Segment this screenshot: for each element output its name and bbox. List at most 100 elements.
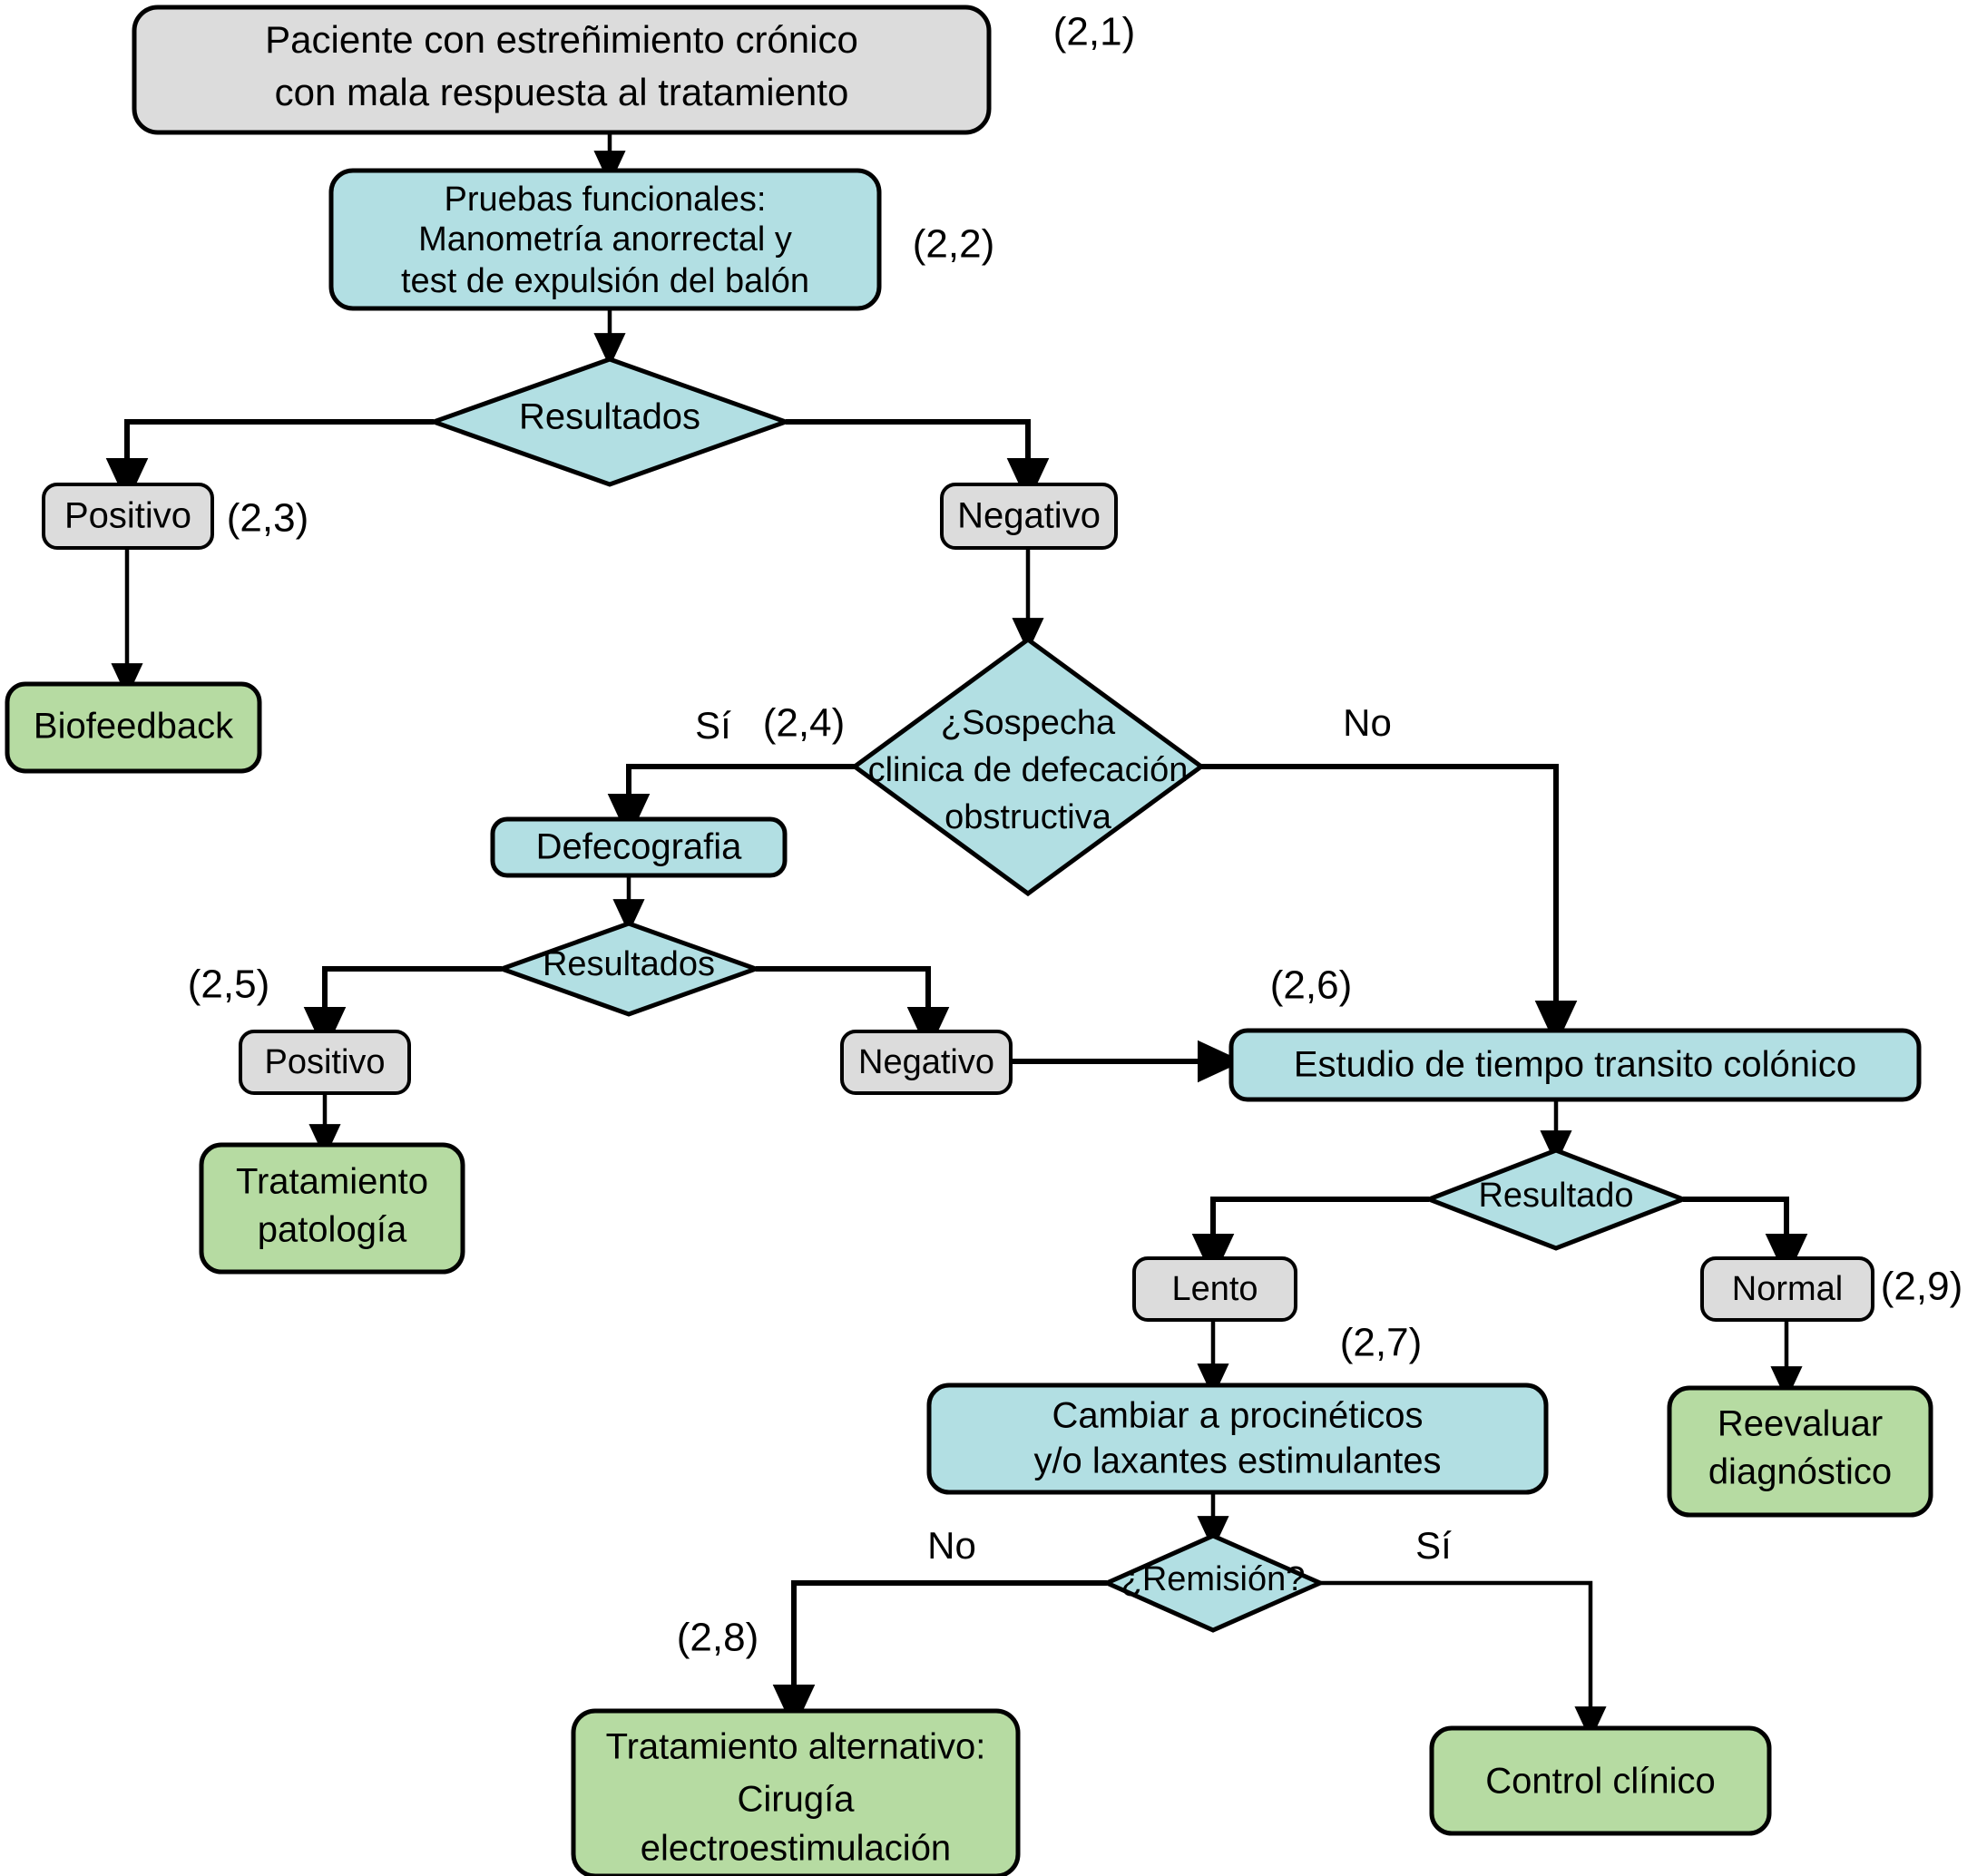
node-shape xyxy=(940,483,1118,550)
node-shape xyxy=(571,1708,1021,1876)
node-line: con mala respuesta al tratamiento xyxy=(275,71,849,113)
node-shape xyxy=(490,816,788,878)
step-label-2-4: (2,4) xyxy=(763,701,845,746)
node-line: Normal xyxy=(1732,1270,1843,1308)
node-lento[interactable]: Lento xyxy=(1132,1256,1297,1322)
step-label-2-1: (2,1) xyxy=(1053,10,1135,54)
node-line: electroestimulación xyxy=(641,1829,951,1869)
node-tratamiento-alternativo[interactable]: Tratamiento alternativo: Cirugía electro… xyxy=(571,1708,1021,1876)
node-line: Cambiar a procinéticos xyxy=(1052,1396,1423,1436)
step-label-2-9: (2,9) xyxy=(1881,1265,1962,1309)
edge-remision-si-to-control-clinico xyxy=(1320,1580,1607,1741)
step-label-2-3: (2,3) xyxy=(227,496,308,541)
node-line: Manometría anorrectal y xyxy=(418,220,792,259)
decision-label: Resultado xyxy=(1478,1177,1633,1215)
node-line: Reevaluar xyxy=(1718,1404,1883,1444)
node-shape xyxy=(1228,1028,1922,1102)
node-line: Biofeedback xyxy=(34,707,234,747)
edge-remision-no-to-tratamiento-alternativo xyxy=(772,1580,1107,1731)
node-shape xyxy=(1132,1256,1297,1322)
node-line: Tratamiento alternativo: xyxy=(606,1727,986,1767)
node-shape xyxy=(42,483,214,550)
node-pruebas-funcionales[interactable]: Pruebas funcionales: Manometría anorrect… xyxy=(328,168,882,311)
node-line: patología xyxy=(258,1210,407,1250)
decision-label: ¿Remisión? xyxy=(1121,1560,1306,1598)
node-biofeedback[interactable]: Biofeedback xyxy=(5,681,262,774)
node-line: Positivo xyxy=(264,1043,385,1081)
node-line: y/o laxantes estimulantes xyxy=(1033,1441,1441,1481)
decision-label: clinica de defecación xyxy=(868,751,1189,789)
decision-shape xyxy=(426,357,793,487)
node-shape xyxy=(132,5,992,135)
node-negativo-defecografia[interactable]: Negativo xyxy=(840,1030,1013,1095)
edge-resultado-to-normal xyxy=(1683,1197,1808,1280)
node-negativo-manometria[interactable]: Negativo xyxy=(940,483,1118,550)
edge-label-no-remision: No xyxy=(927,1524,976,1567)
node-shape xyxy=(328,168,882,311)
node-tratamiento-patologia[interactable]: Tratamiento patología xyxy=(199,1142,465,1275)
decision-label: obstructiva xyxy=(944,798,1112,836)
node-shape xyxy=(1700,1256,1874,1322)
node-defecografia[interactable]: Defecografia xyxy=(490,816,788,878)
edge-resultado-to-lento xyxy=(1191,1197,1429,1280)
node-reevaluar-diagnostico[interactable]: Reevaluar diagnóstico xyxy=(1667,1385,1933,1518)
decision-label: ¿Sospecha xyxy=(941,704,1116,742)
step-label-2-8: (2,8) xyxy=(677,1616,759,1660)
edge-resultados-to-negativo xyxy=(786,419,1050,504)
step-label-2-6: (2,6) xyxy=(1270,963,1352,1008)
edge-label-si-remision: Sí xyxy=(1415,1524,1452,1567)
node-line: Negativo xyxy=(957,496,1101,536)
node-shape xyxy=(5,681,262,774)
node-shape xyxy=(926,1383,1549,1495)
node-shape xyxy=(239,1030,411,1095)
node-shape xyxy=(199,1142,465,1275)
node-shape xyxy=(1429,1725,1772,1836)
node-line: Paciente con estreñimiento crónico xyxy=(265,18,858,61)
edge-sospecha-no-to-estudio xyxy=(1201,764,1578,1047)
step-label-2-7: (2,7) xyxy=(1340,1321,1422,1365)
decision-shape xyxy=(1423,1148,1689,1251)
node-paciente-estrenimiento[interactable]: Paciente con estreñimiento crónico con m… xyxy=(132,5,992,135)
step-label-layer: (2,1) (2,2) (2,3) (2,4) (2,5) (2,6) (2,7… xyxy=(188,10,1962,1660)
edge-label-no-sospecha: No xyxy=(1343,701,1392,744)
node-line: Cirugía xyxy=(738,1780,856,1820)
step-label-2-5: (2,5) xyxy=(188,962,269,1007)
node-line: diagnóstico xyxy=(1708,1452,1892,1492)
node-line: Tratamiento xyxy=(236,1162,428,1202)
node-line: Positivo xyxy=(64,496,191,536)
node-line: test de expulsión del balón xyxy=(401,262,809,300)
decision-resultados-defecografia[interactable]: Resultados xyxy=(494,921,763,1017)
decision-sospecha-defecacion-obstructiva[interactable]: ¿Sospecha clinica de defecación obstruct… xyxy=(850,636,1206,897)
node-shape xyxy=(840,1030,1013,1095)
node-positivo-defecografia[interactable]: Positivo xyxy=(239,1030,411,1095)
node-cambiar-procineticos[interactable]: Cambiar a procinéticos y/o laxantes esti… xyxy=(926,1383,1549,1495)
node-estudio-tiempo-transito-colonico[interactable]: Estudio de tiempo transito colónico xyxy=(1228,1028,1922,1102)
edge-resultados2-to-positivo2 xyxy=(303,966,502,1053)
node-shape xyxy=(1667,1385,1933,1518)
node-normal[interactable]: Normal xyxy=(1700,1256,1874,1322)
node-line: Control clínico xyxy=(1485,1762,1715,1802)
node-line: Defecografia xyxy=(536,827,743,867)
step-label-2-2: (2,2) xyxy=(913,222,994,267)
decision-resultado-transito[interactable]: Resultado xyxy=(1423,1148,1689,1251)
decision-shape xyxy=(1101,1533,1326,1633)
node-control-clinico[interactable]: Control clínico xyxy=(1429,1725,1772,1836)
node-line: Pruebas funcionales: xyxy=(445,181,767,219)
decision-resultados-pruebas[interactable]: Resultados xyxy=(426,357,793,487)
node-line: Negativo xyxy=(858,1043,994,1081)
edge-label-si-sospecha: Sí xyxy=(695,704,731,747)
node-line: Estudio de tiempo transito colónico xyxy=(1294,1045,1856,1085)
node-positivo-manometria[interactable]: Positivo xyxy=(42,483,214,550)
node-line: Lento xyxy=(1171,1270,1258,1308)
edge-sospecha-si-to-defecografia xyxy=(607,764,855,840)
decision-label: Resultados xyxy=(519,397,700,437)
decision-shape xyxy=(850,636,1206,897)
edge-label-layer: Sí No No Sí xyxy=(695,701,1452,1567)
decision-shape xyxy=(494,921,763,1017)
edge-resultados-to-positivo xyxy=(105,419,434,504)
edge-resultados2-to-negativo2 xyxy=(756,966,950,1053)
decision-remision[interactable]: ¿Remisión? xyxy=(1101,1533,1326,1633)
decision-label: Resultados xyxy=(543,945,715,983)
